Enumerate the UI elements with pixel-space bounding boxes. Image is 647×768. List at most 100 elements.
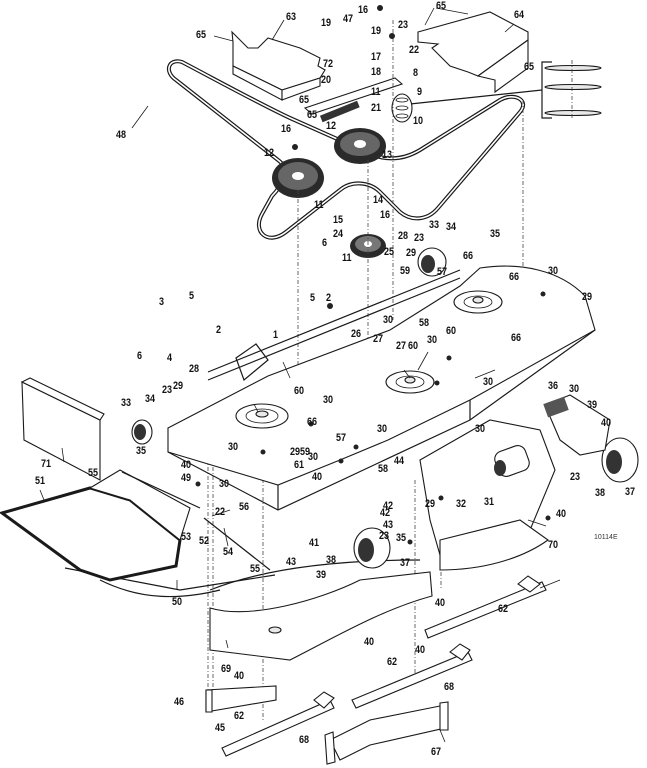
part-callout: 55 [250,563,261,575]
part-callout: 70 [548,539,559,551]
part-callout: 11 [342,252,352,264]
part-callout: 54 [223,546,234,558]
part-callout: 6 [322,237,328,249]
part-callout: 57 [336,432,347,444]
part-callout: 42 [383,500,394,512]
part-callout: 14 [373,194,384,206]
part-callout: 23 [570,471,581,483]
part-callout: 40 [556,508,567,520]
part-callout: 25 [384,246,395,258]
part-callout: 9 [417,86,423,98]
blade-right [424,575,547,639]
discharge-chute [0,469,201,582]
part-callout: 61 [294,459,305,471]
part-callout: 66 [509,271,520,283]
part-callout: 34 [145,393,156,405]
part-callout: 37 [625,486,636,498]
part-callout: 2 [326,292,332,304]
part-callout: 8 [413,67,419,79]
part-callout: 38 [595,487,606,499]
part-callout: 19 [321,17,332,29]
part-callout: 48 [116,129,127,141]
spindle-pulley-left [235,403,289,429]
part-callout: 33 [121,397,132,409]
wheel-bracket-right [543,394,611,456]
part-callout: 28 [398,230,409,242]
part-callout: 50 [172,596,183,608]
part-callout: 22 [215,506,226,518]
part-callout: 31 [484,496,495,508]
hardware-dots [195,5,551,545]
part-callout: 40 [435,597,446,609]
part-callout: 59 [300,446,311,458]
part-callout: 49 [181,472,192,484]
part-callout: 64 [514,9,525,21]
part-callout: 40 [364,636,375,648]
part-callout: 57 [437,266,448,278]
anti-scalp-wheel-37-right [601,437,639,483]
part-callout: 33 [429,219,440,231]
part-callout: 65 [436,0,447,12]
part-callout: 35 [136,445,147,457]
part-callout: 28 [189,363,200,375]
part-callout: 37 [400,557,411,569]
part-callout: 29 [582,291,593,303]
part-callout: 68 [299,734,310,746]
part-callout: 40 [234,670,245,682]
part-callout: 35 [396,532,407,544]
part-callout: 11 [314,199,324,211]
part-callout: 30 [377,423,388,435]
part-callout: 27 [396,340,407,352]
idler-pulley [350,234,386,258]
part-callout: 23 [414,232,425,244]
part-callout: 5 [189,290,195,302]
part-callout: 30 [219,478,230,490]
part-callout: 38 [326,554,337,566]
spacer-inset [409,60,602,120]
part-callout: 23 [398,19,409,31]
part-callout: 29 [290,446,301,458]
part-callout: 40 [415,644,426,656]
roller [494,445,530,477]
part-callout: 40 [601,417,612,429]
part-callout: 60 [446,325,457,337]
part-callout: 43 [286,556,297,568]
part-callout: 60 [408,340,419,352]
part-callout: 71 [41,458,52,470]
part-callout: 66 [307,416,318,428]
idler-arm [303,77,413,123]
part-callout: 66 [511,332,522,344]
part-callout: 65 [196,29,207,41]
part-callout: 18 [371,66,382,78]
blade-center [351,643,473,709]
part-callout: 3 [159,296,165,308]
part-callout: 16 [358,4,369,16]
baffle-70 [439,519,549,571]
part-callout: 30 [569,383,580,395]
part-callout: 62 [387,656,398,668]
baffle-67 [324,701,449,765]
part-callout: 40 [181,459,192,471]
part-callout: 30 [228,441,239,453]
part-callout: 51 [35,475,46,487]
part-callout: 16 [380,209,391,221]
deflector-71 [20,377,105,481]
part-callout: 58 [419,317,430,329]
part-callout: 36 [548,380,559,392]
part-callout: 62 [234,710,245,722]
part-callout: 45 [215,722,226,734]
part-callout: 40 [312,471,323,483]
part-callout: 39 [587,399,598,411]
part-callout: 69 [221,663,232,675]
part-callout: 23 [379,530,390,542]
spindle-pulley-center [385,370,435,394]
part-callout: 30 [427,334,438,346]
part-callout: 29 [173,380,184,392]
part-callout: 11 [371,86,381,98]
part-callout: 30 [323,394,334,406]
part-callout: 30 [383,314,394,326]
part-callout: 35 [490,228,501,240]
part-callout: 32 [456,498,467,510]
